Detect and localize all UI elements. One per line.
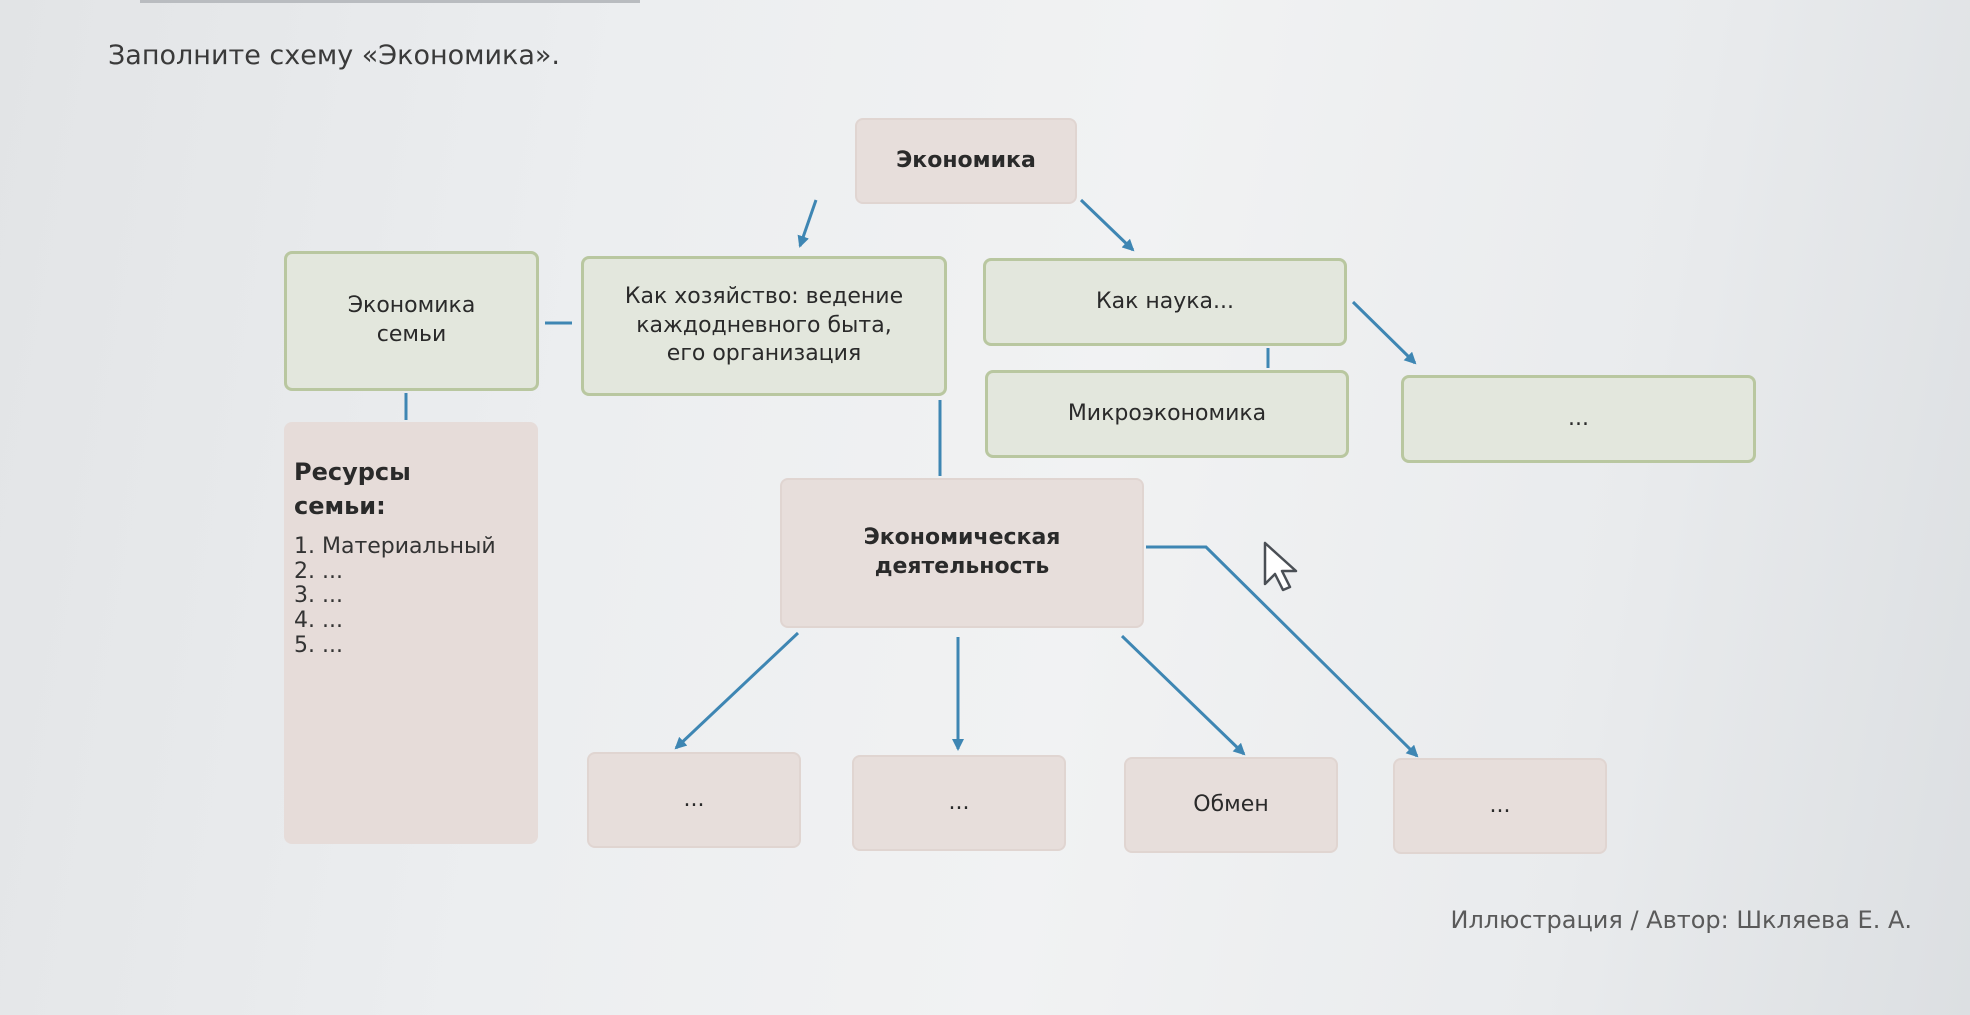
node-family-economy: Экономика семьи — [284, 251, 539, 391]
node-activity-1: ... — [587, 752, 801, 848]
family-resources-list: 1. Материальный 2. ... 3. ... 4. ... 5. … — [294, 535, 528, 658]
illustration-credit: Иллюстрация / Автор: Шкляева Е. А. — [1450, 906, 1913, 934]
mouse-pointer-icon — [1263, 541, 1298, 592]
arrow-science-to-blank — [1351, 300, 1417, 365]
node-family-economy-label: Экономика семьи — [347, 293, 476, 347]
node-activity-2-label: ... — [948, 789, 970, 815]
resource-item: 1. Материальный — [294, 534, 496, 560]
task-instruction: Заполните схему «Экономика». — [108, 40, 561, 71]
node-as-household: Как хозяйство: ведение каждодневного быт… — [581, 256, 947, 396]
node-science-blank: ... — [1401, 375, 1756, 463]
node-science-blank-label: ... — [1568, 405, 1589, 431]
node-as-household-label: Как хозяйство: ведение каждодневного быт… — [624, 284, 904, 367]
node-economy-label: Экономика — [896, 147, 1036, 173]
node-exchange: Обмен — [1124, 757, 1338, 853]
arrow-activity-exchange — [1120, 634, 1246, 756]
resource-item: 4. ... — [294, 608, 343, 634]
node-exchange-label: Обмен — [1193, 791, 1269, 817]
top-divider — [140, 0, 640, 3]
family-resources-title: Ресурсы семьи: — [294, 458, 411, 520]
node-microeconomics-label: Микроэкономика — [1067, 400, 1267, 426]
node-as-science-label: Как наука... — [1095, 288, 1234, 314]
node-economy: Экономика — [855, 118, 1077, 204]
arrow-activity-4 — [1146, 545, 1419, 758]
arrow-activity-1 — [674, 631, 800, 750]
resource-item: 5. ... — [294, 632, 343, 658]
node-as-science: Как наука... — [983, 258, 1347, 346]
resource-item: 3. ... — [294, 583, 343, 609]
node-economic-activity: Экономическая деятельность — [780, 478, 1144, 628]
node-activity-4-label: ... — [1489, 792, 1511, 818]
node-activity-2: ... — [852, 755, 1066, 851]
resource-item: 2. ... — [294, 558, 343, 584]
node-activity-4: ... — [1393, 758, 1607, 854]
arrow-economy-to-household — [797, 199, 818, 248]
node-activity-1-label: ... — [683, 786, 705, 812]
family-resources-panel: Ресурсы семьи: 1. Материальный 2. ... 3.… — [284, 422, 538, 844]
node-microeconomics: Микроэкономика — [985, 370, 1349, 458]
node-economic-activity-label: Экономическая деятельность — [863, 525, 1061, 579]
arrow-economy-to-science — [1079, 198, 1135, 252]
